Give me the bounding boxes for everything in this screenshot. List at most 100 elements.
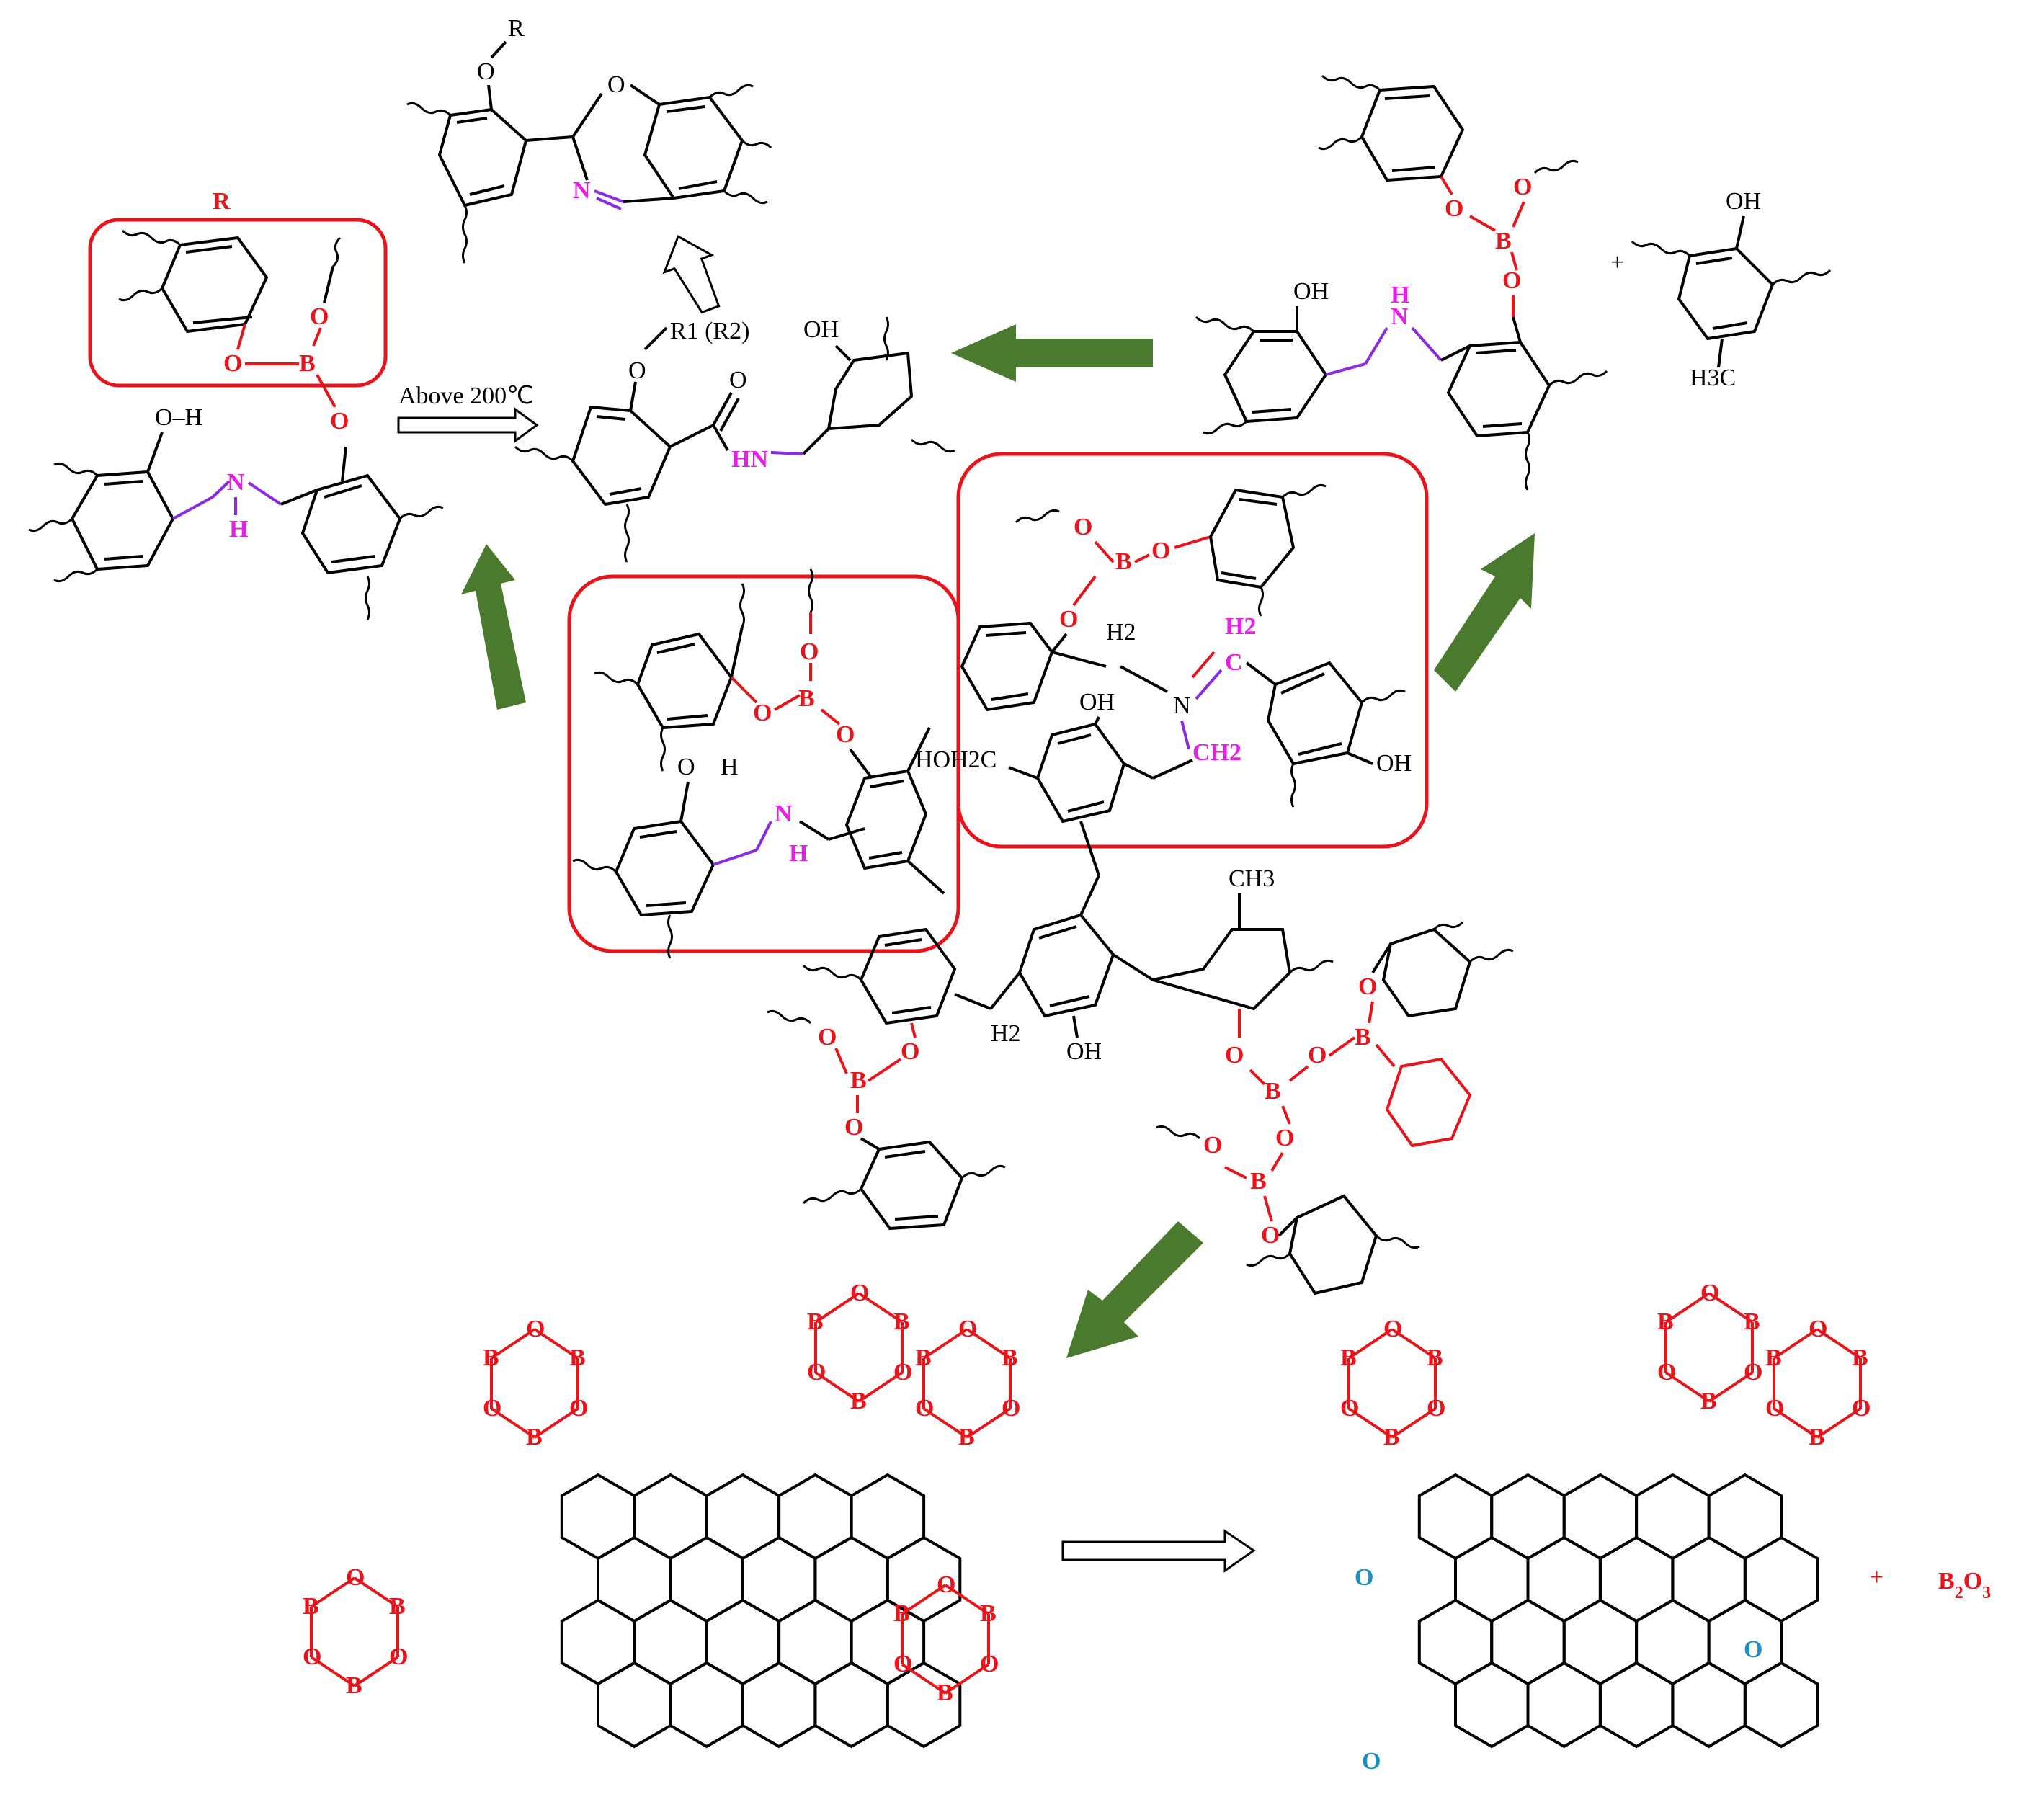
hollow-right-arrow bbox=[397, 407, 539, 443]
svg-text:H2: H2 bbox=[1106, 619, 1136, 646]
carbonyl-oxygen: O bbox=[1355, 1564, 1373, 1591]
oxygen-atom: O bbox=[569, 1395, 588, 1422]
right-phenol-ring bbox=[826, 351, 914, 431]
aromatic-ring bbox=[1417, 1598, 1494, 1686]
green-arrow-left bbox=[951, 324, 1153, 382]
svg-text:O: O bbox=[477, 58, 495, 85]
bo-bond bbox=[353, 1576, 399, 1608]
bo-bond bbox=[1347, 1407, 1394, 1439]
above-200-arrow: Above 200℃ bbox=[397, 383, 539, 443]
aryl-ring bbox=[437, 107, 528, 208]
svg-text:H2: H2 bbox=[1225, 613, 1256, 640]
right-amine-product: OH N H bbox=[1195, 278, 1608, 491]
svg-text:OH: OH bbox=[1066, 1038, 1102, 1065]
svg-text:O: O bbox=[836, 721, 855, 748]
boron-atom: B bbox=[1002, 1344, 1018, 1371]
bo-bond bbox=[490, 1328, 536, 1360]
aromatic-ring bbox=[669, 1535, 744, 1623]
green-arrow-up-left bbox=[461, 544, 526, 710]
aromatic-ring bbox=[1562, 1598, 1639, 1686]
carbonyl-oxygen: O bbox=[1744, 1636, 1762, 1663]
hollow-right-arrow-bottom bbox=[1061, 1529, 1256, 1573]
bo-bond bbox=[944, 1584, 990, 1615]
aromatic-ring bbox=[850, 1473, 926, 1561]
carbonyl-oxygen: O bbox=[1362, 1748, 1381, 1775]
aromatic-ring bbox=[560, 1598, 636, 1686]
bo-bond bbox=[1773, 1328, 1819, 1360]
green-arrow-up-right bbox=[1434, 533, 1535, 692]
svg-text:H3C: H3C bbox=[1690, 365, 1736, 391]
polycyclic-core-left bbox=[560, 1473, 962, 1749]
svg-text:O: O bbox=[1261, 1222, 1280, 1249]
boron-atom: B bbox=[807, 1308, 824, 1335]
boron-atom: B bbox=[389, 1593, 406, 1620]
aromatic-ring bbox=[669, 1661, 744, 1749]
boxed-central-ring bbox=[844, 769, 928, 870]
bo-bond bbox=[966, 1328, 1012, 1360]
b2o3-label: B2O3 bbox=[1938, 1568, 1991, 1602]
aromatic-ring bbox=[705, 1598, 781, 1686]
aromatic-ring bbox=[1417, 1473, 1494, 1561]
svg-text:C: C bbox=[1225, 649, 1243, 676]
box-label-r: R bbox=[213, 188, 231, 215]
oxygen-atom: O bbox=[980, 1651, 999, 1677]
svg-text:O: O bbox=[628, 357, 646, 384]
svg-text:N: N bbox=[1173, 692, 1191, 719]
aromatic-ring bbox=[1454, 1661, 1530, 1749]
green-arrows bbox=[461, 324, 1535, 1358]
aromatic-ring bbox=[1743, 1661, 1819, 1749]
boron-atom: B bbox=[1744, 1308, 1760, 1335]
aromatic-ring bbox=[813, 1535, 889, 1623]
lower-boronate-ring bbox=[859, 1140, 964, 1231]
svg-text:O: O bbox=[753, 700, 772, 726]
oxygen-atom: O bbox=[1002, 1395, 1020, 1422]
boron-atom: B bbox=[483, 1344, 499, 1371]
bo-bond bbox=[533, 1328, 579, 1360]
bo-bond bbox=[1773, 1407, 1819, 1439]
svg-text:H2: H2 bbox=[991, 1020, 1021, 1047]
svg-text:O: O bbox=[844, 1114, 863, 1141]
bo-bond bbox=[922, 1328, 968, 1360]
bo-bond bbox=[857, 1292, 904, 1324]
svg-text:B: B bbox=[299, 350, 316, 377]
oxygen-atom: O bbox=[1744, 1359, 1762, 1386]
oxygen-atom: O bbox=[893, 1359, 912, 1386]
svg-text:OH: OH bbox=[1293, 278, 1329, 305]
svg-text:O: O bbox=[310, 303, 329, 330]
bo-bond bbox=[1347, 1328, 1394, 1360]
cleaved-phenyl-ring bbox=[1385, 1057, 1472, 1148]
aromatic-ring bbox=[597, 1535, 672, 1623]
aromatic-ring bbox=[1707, 1473, 1783, 1561]
aromatic-ring bbox=[633, 1598, 708, 1686]
svg-text:B: B bbox=[1265, 1078, 1281, 1105]
oxygen-atom: O bbox=[1427, 1395, 1445, 1422]
boron-atom: B bbox=[1427, 1344, 1443, 1371]
svg-text:H: H bbox=[1391, 282, 1409, 308]
boxed-ring-1 bbox=[636, 632, 734, 730]
aromatic-ring bbox=[1635, 1598, 1711, 1686]
phenol-ring-left bbox=[70, 470, 175, 571]
svg-text:O: O bbox=[1059, 606, 1078, 633]
svg-text:O: O bbox=[729, 367, 747, 393]
center-network: O B O O O H N H O B O bbox=[567, 452, 1514, 1295]
svg-text:OH: OH bbox=[1726, 188, 1761, 215]
plus-sign: + bbox=[1870, 1564, 1883, 1591]
svg-text:O: O bbox=[1358, 973, 1377, 1000]
svg-text:B: B bbox=[1495, 228, 1512, 254]
svg-text:O: O bbox=[1513, 174, 1532, 200]
svg-text:O–H: O–H bbox=[155, 404, 202, 431]
svg-text:N: N bbox=[1391, 303, 1409, 330]
svg-text:Above 200℃: Above 200℃ bbox=[398, 383, 534, 409]
right-phenol-b bbox=[1446, 340, 1551, 438]
aromatic-ring bbox=[705, 1473, 781, 1561]
bo-bond bbox=[814, 1371, 860, 1403]
bo-bond bbox=[310, 1576, 356, 1608]
svg-text:CH2: CH2 bbox=[1192, 739, 1241, 766]
bo-bond bbox=[944, 1663, 990, 1695]
polycyclic-core-right bbox=[1417, 1473, 1819, 1749]
aromatic-ring bbox=[560, 1473, 636, 1561]
right-phenol-a bbox=[1223, 330, 1328, 424]
